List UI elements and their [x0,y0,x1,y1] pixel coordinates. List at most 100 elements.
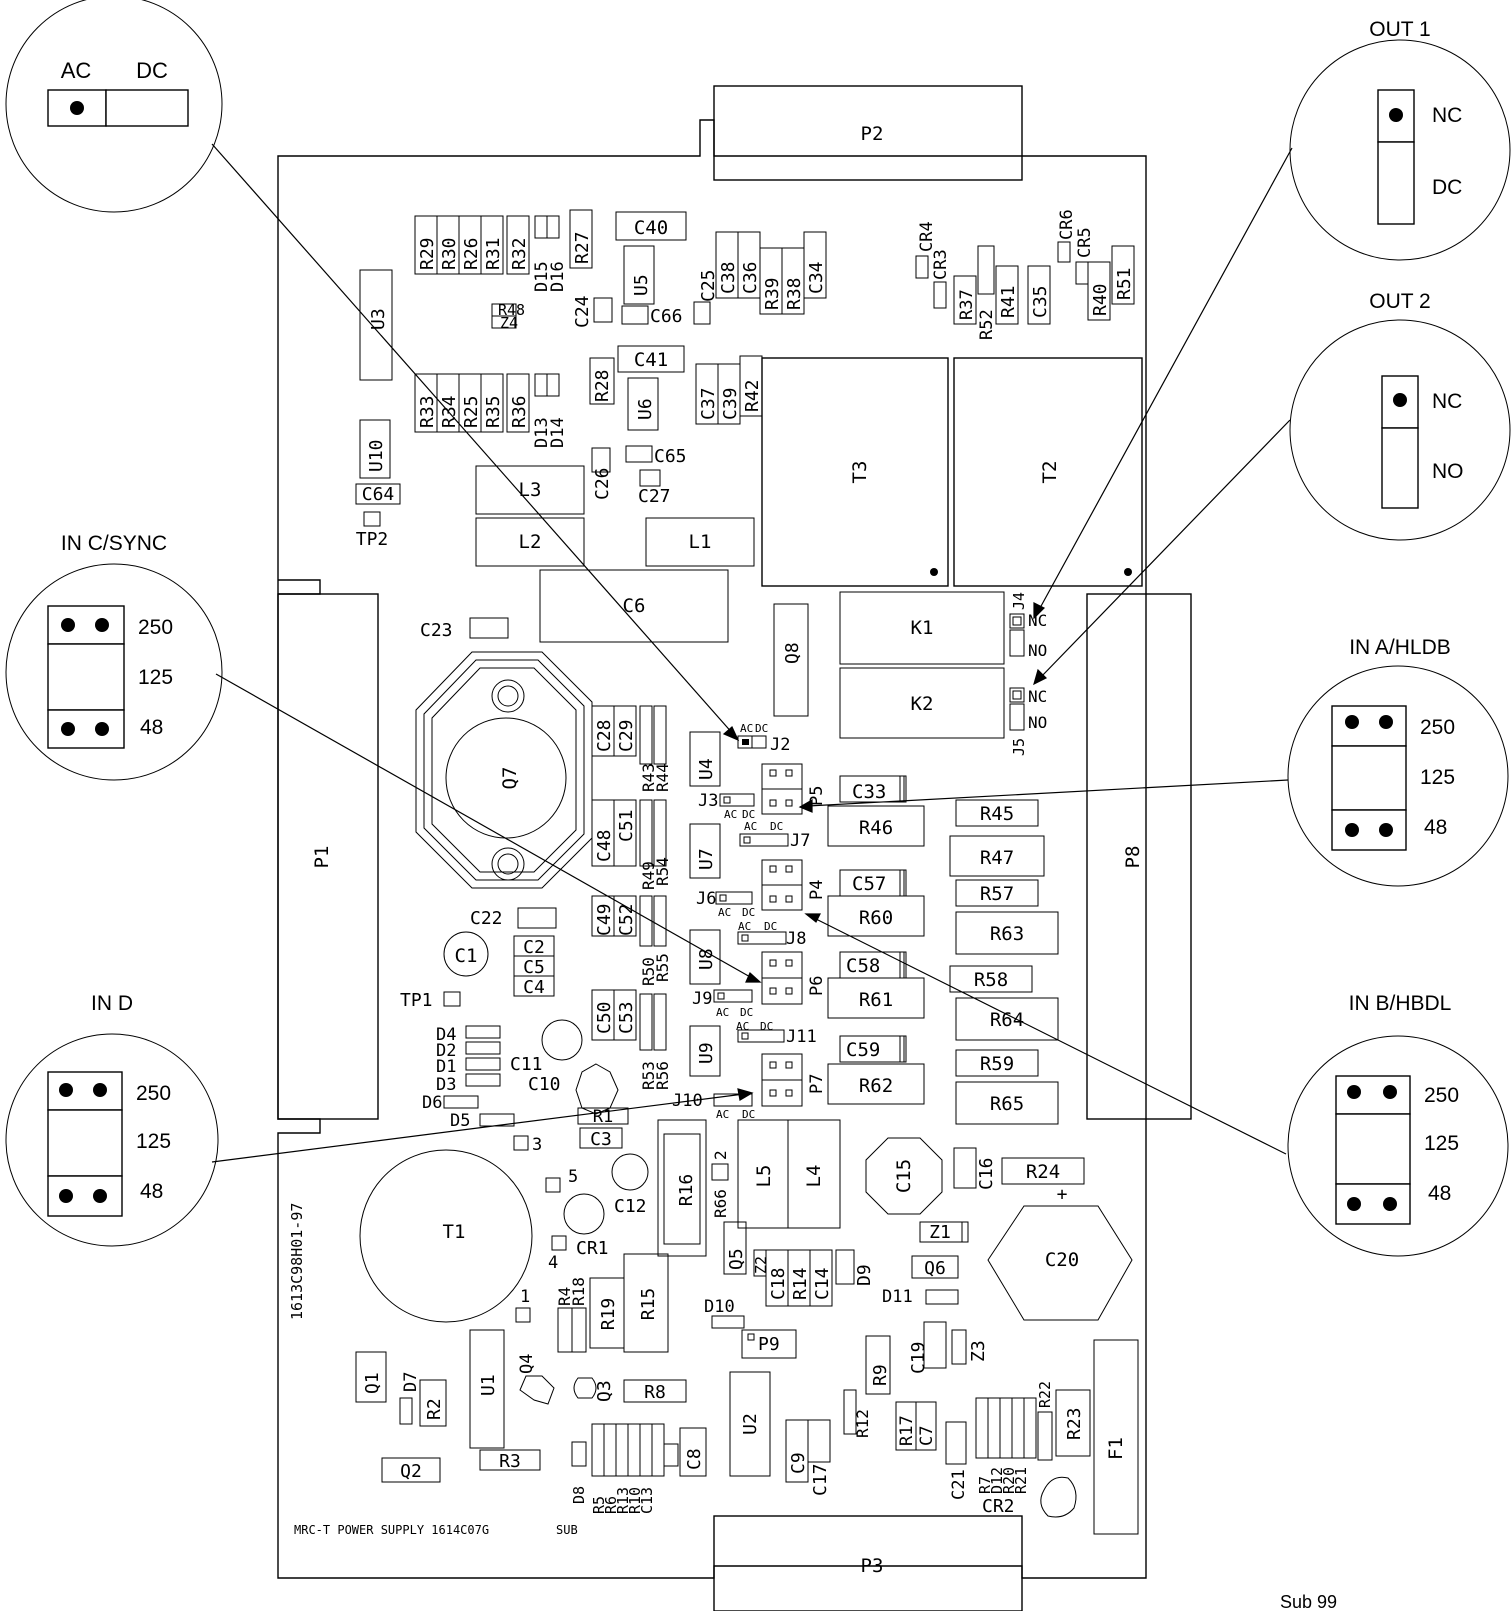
label-q6: Q6 [924,1258,946,1279]
label-j9-ac: AC [716,1006,729,1019]
resistor-bank-r5-c13 [591,1423,679,1477]
label-d9: D9 [854,1264,875,1286]
label-c65: C65 [654,446,687,467]
label-r9: R9 [870,1364,891,1386]
label-c58: C58 [846,955,880,977]
ic-u7 [689,823,721,879]
label-r47: R47 [980,847,1014,869]
label-d14: D14 [548,417,568,448]
label-r48: R48 [498,301,525,319]
transistor-q2 [381,1457,441,1483]
resistor-r63 [955,911,1059,955]
label-d13: D13 [532,417,552,448]
ic-u8 [689,929,721,985]
label-d11: D11 [882,1287,913,1307]
label-r62: R62 [859,1075,893,1097]
label-l4: L4 [803,1165,825,1188]
label-p7: P7 [807,1074,827,1094]
label-c6: C6 [623,595,646,617]
capacitor-c3 [579,1127,623,1149]
label-r33: R33 [417,395,438,428]
label-c59: C59 [846,1039,880,1061]
callout-out2-pin [1393,393,1407,407]
label-r45: R45 [980,803,1014,825]
capacitor-c23 [469,617,509,639]
label-j10-dc: DC [742,1108,755,1121]
label-z3: Z3 [968,1340,989,1362]
capacitor-c27 [639,469,661,487]
label-r32: R32 [509,237,530,270]
label-r64: R64 [990,1009,1024,1031]
label-r19: R19 [598,1298,619,1331]
label-pad-5: 5 [568,1167,578,1187]
label-c13: C13 [638,1487,656,1514]
callout-in-d-250: 250 [136,1082,171,1105]
label-d2: D2 [436,1041,456,1061]
resistor-r41 [995,265,1019,325]
callout-out2-top: NC [1432,390,1462,413]
label-r46: R46 [859,817,893,839]
callout-out2: OUT 2 NC NO [1289,290,1511,541]
capacitor-c11 [541,1019,583,1061]
callout-in-c-250: 250 [138,616,173,639]
resistor-r8 [623,1379,687,1403]
inductor-l2 [475,517,585,567]
jumper-j3 [719,793,755,807]
inductor-l1 [645,517,755,567]
connector-p2 [713,85,1023,181]
label-p6: P6 [807,976,827,996]
label-cr5: CR5 [1075,227,1095,258]
callout-in-a-48: 48 [1424,816,1447,839]
resistor-r16 [657,1119,707,1257]
label-u5: U5 [631,274,652,296]
label-r39: R39 [762,277,783,310]
capacitor-c41 [617,345,685,373]
callout-out1-top: NC [1432,104,1462,127]
label-r52: R52 [977,309,997,340]
callout-out1: OUT 1 NC DC [1289,18,1511,261]
label-j4-nc: NC [1028,611,1047,630]
label-r20: R20 [1000,1467,1018,1494]
resistor-r62 [827,1063,925,1105]
label-c38: C38 [718,261,739,294]
label-d8: D8 [570,1486,588,1504]
label-c35: C35 [1030,285,1051,318]
label-c53: C53 [616,1001,637,1034]
capacitor-c8 [679,1427,707,1477]
jumper-j11 [737,1029,785,1043]
resistor-r52 [977,245,995,295]
label-c36: C36 [740,261,761,294]
label-r61: R61 [859,989,893,1011]
connector-p8 [1086,593,1192,1120]
label-k1: K1 [911,617,934,639]
callout-in-c-title: IN C/SYNC [61,532,167,555]
capacitor-c21 [945,1421,967,1465]
label-r14: R14 [790,1267,811,1300]
label-d1: D1 [436,1057,456,1077]
label-r13: R13 [614,1487,632,1514]
label-q2: Q2 [400,1461,422,1482]
label-r10: R10 [626,1487,644,1514]
label-r4: R4 [555,1287,574,1306]
diode-d13 [534,373,548,397]
inductor-l3 [475,465,585,515]
capacitor-c59 [839,1035,905,1063]
label-r17: R17 [897,1415,917,1446]
label-d3: D3 [436,1075,456,1095]
label-tp1: TP1 [400,990,433,1011]
transistor-q3 [573,1377,597,1399]
fuse-f1 [1093,1339,1139,1535]
label-j2-dc: DC [755,722,768,735]
label-r65: R65 [990,1093,1024,1115]
callout-ac-dc-pin [70,101,84,115]
label-r27: R27 [572,231,593,264]
label-d15: D15 [532,261,552,292]
t3-pin1-marker [930,568,938,576]
label-tp2: TP2 [356,529,389,550]
label-u3: U3 [368,308,389,330]
capacitor-c65 [625,445,653,463]
callout-in-a-hldb: IN A/HLDB 250 125 48 [1287,636,1509,887]
label-cr2: CR2 [982,1496,1015,1517]
label-cr4: CR4 [917,221,937,252]
